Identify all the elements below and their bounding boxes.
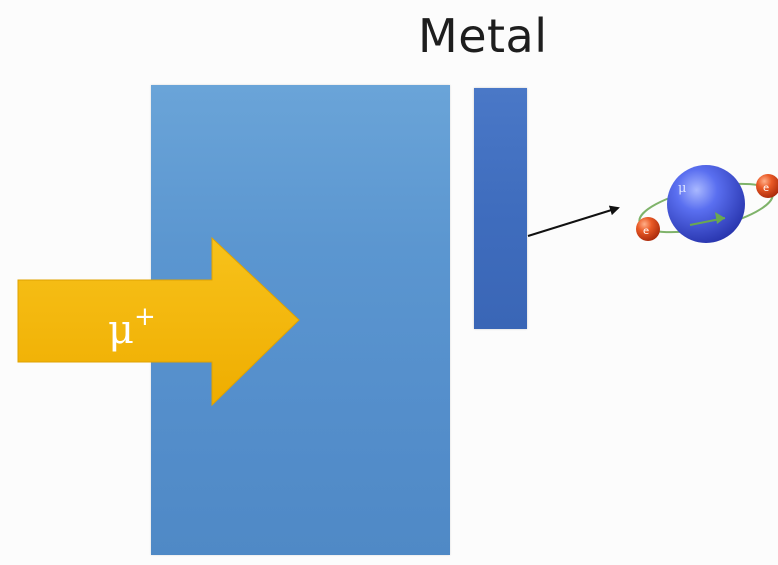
- muonium-atom: μ e e: [636, 165, 778, 243]
- electron-label: e: [763, 183, 769, 194]
- emission-arrow: [527, 205, 620, 237]
- electron-left: e: [636, 217, 660, 241]
- electron-right: e: [756, 174, 778, 198]
- electron-label: e: [643, 226, 649, 237]
- metal-plate: [474, 88, 527, 329]
- muon-nucleus: [667, 165, 745, 243]
- muon-beam-arrow: μ+: [17, 236, 300, 407]
- beam-label: μ+: [108, 302, 156, 353]
- nucleus-label: μ: [678, 181, 686, 196]
- orbit-arrow-icon: [715, 212, 725, 224]
- metal-label: Metal: [418, 9, 548, 63]
